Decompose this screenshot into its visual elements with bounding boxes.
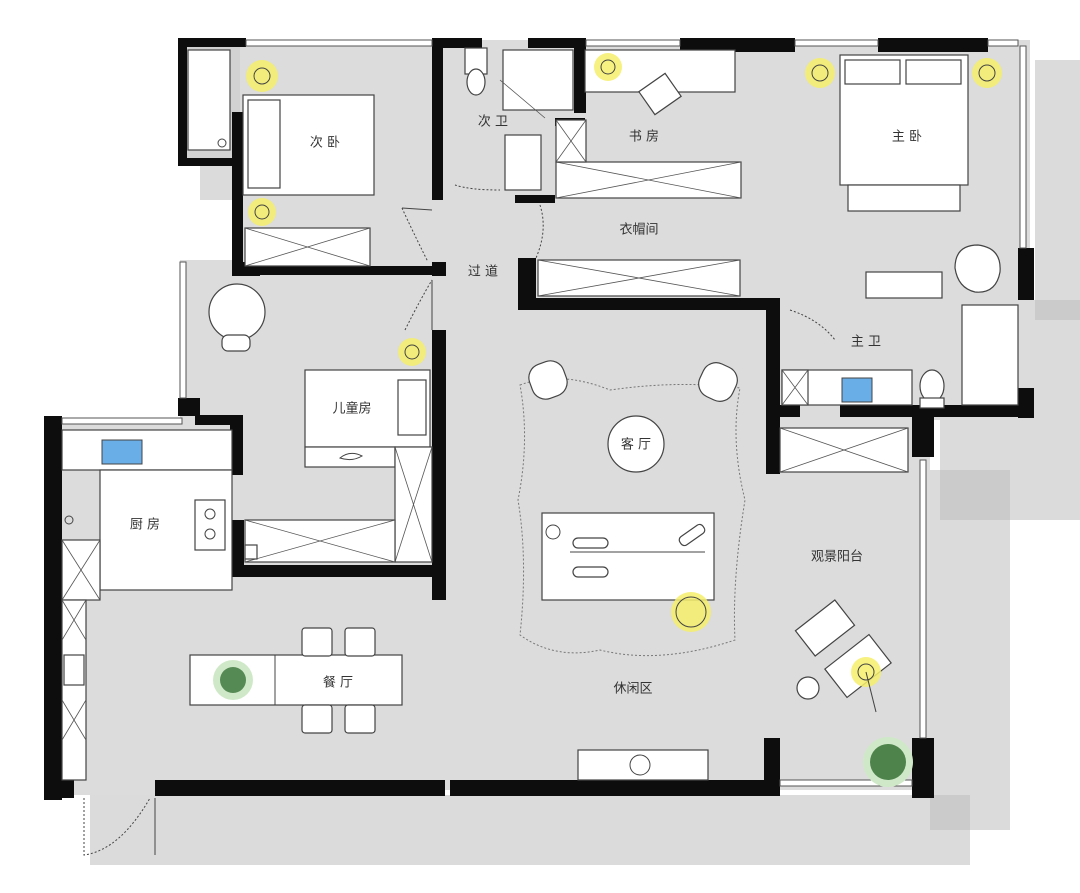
label-dining-room: 餐 厅 [323, 675, 353, 691]
label-kids-room: 儿童房 [332, 401, 371, 417]
label-living-room: 客 厅 [621, 437, 651, 453]
dining [61, 599, 403, 781]
second-bath [464, 47, 574, 191]
master-bath [779, 304, 1019, 473]
room-labels: 次 卧 次 卫 书 房 主 卧 衣帽间 过 道 主 卫 儿童房 客 厅 厨 房 … [130, 114, 922, 697]
label-master-bath: 主 卫 [851, 335, 881, 350]
living-rug [517, 378, 746, 657]
label-corridor: 过 道 [468, 265, 498, 280]
master-bedroom [805, 54, 1002, 299]
kitchen [61, 429, 233, 601]
label-second-bath: 次 卫 [478, 114, 508, 130]
walk-in-closet [537, 259, 741, 297]
second-bedroom [187, 49, 375, 267]
label-walk-in-closet: 衣帽间 [619, 222, 658, 238]
living-room [528, 360, 738, 781]
balcony [794, 599, 913, 787]
windows [61, 39, 1027, 787]
kids-room [208, 283, 433, 563]
doors [83, 184, 836, 856]
label-master-bedroom: 主 卧 [892, 130, 922, 145]
walls [44, 38, 1034, 800]
label-leisure-area: 休闲区 [613, 682, 652, 697]
label-view-balcony: 观景阳台 [811, 550, 863, 565]
study [555, 49, 742, 199]
label-kitchen: 厨 房 [130, 517, 160, 533]
label-second-bedroom: 次 卧 [310, 135, 340, 151]
label-study: 书 房 [629, 129, 659, 145]
